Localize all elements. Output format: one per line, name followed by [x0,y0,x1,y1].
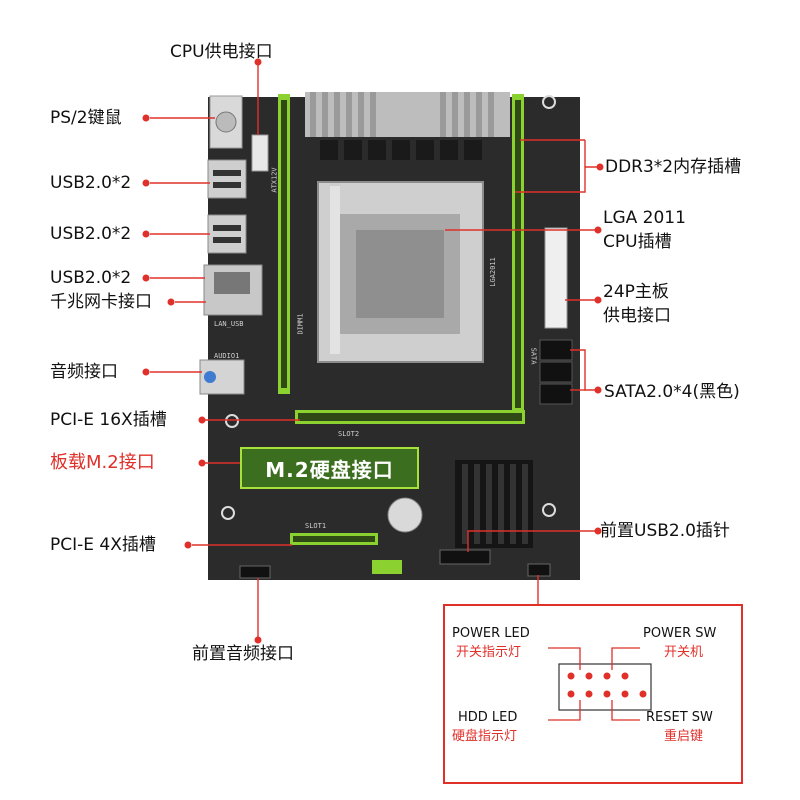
label-front-audio: 前置音频接口 [192,644,294,664]
label-audio: 音频接口 [50,362,118,382]
fp-power-led-en: POWER LED [452,626,530,641]
silk-lga: LGA2011 [488,257,497,287]
label-pcie16: PCI-E 16X插槽 [50,410,167,430]
usb-port-1 [207,159,247,199]
atx-24pin-connector [544,227,568,329]
fp-power-sw-en: POWER SW [643,626,717,641]
label-lga-2: CPU插槽 [603,232,672,252]
silk-slot1: SLOT1 [305,522,327,530]
label-usb-a: USB2.0*2 [50,173,132,193]
fp-reset-sw-cn: 重启键 [664,729,704,744]
label-m2-onboard: 板载M.2接口 [50,452,155,473]
m2-slot-box: M.2硬盘接口 [240,447,419,489]
label-usb-b: USB2.0*2 [50,224,132,244]
silk-dimm: DIMM1 [296,313,305,335]
label-cpu-power: CPU供电接口 [170,42,273,62]
fp-hdd-led-cn: 硬盘指示灯 [452,729,518,744]
silk-atx: ATX12V [270,167,279,193]
label-pcie4: PCI-E 4X插槽 [50,535,156,555]
silk-audio: AUDIO1 [214,352,240,360]
cmos-battery [387,497,423,533]
usb-port-2 [207,214,247,254]
label-lga-1: LGA 2011 [603,208,686,228]
silk-lan-usb: LAN_USB [214,320,244,328]
front-panel-box [443,604,743,784]
cpu-power-connector [251,134,269,172]
label-atx-1: 24P主板 [603,282,669,302]
silk-sata: SATA [529,347,538,365]
label-atx-2: 供电接口 [603,306,671,326]
fp-power-sw-cn: 开关机 [664,645,704,660]
front-usb-header [439,549,491,565]
front-panel-pin-diagram [548,647,652,721]
silk-slot2: SLOT2 [338,430,360,438]
label-usb-c: USB2.0*2 [50,268,132,288]
fp-hdd-led-en: HDD LED [458,710,518,725]
label-sata: SATA2.0*4(黑色) [604,382,740,402]
fp-reset-sw-en: RESET SW [646,710,713,725]
label-lan: 千兆网卡接口 [50,292,152,312]
front-audio-header [239,565,271,579]
sata-ports [539,339,573,405]
label-front-usb: 前置USB2.0插针 [600,521,730,541]
vrm-heatsinks [305,92,510,160]
fp-power-led-cn: 开关指示灯 [456,645,522,660]
label-ddr3: DDR3*2内存插槽 [605,157,742,177]
label-ps2: PS/2键鼠 [50,108,122,128]
front-panel-header [527,563,551,577]
